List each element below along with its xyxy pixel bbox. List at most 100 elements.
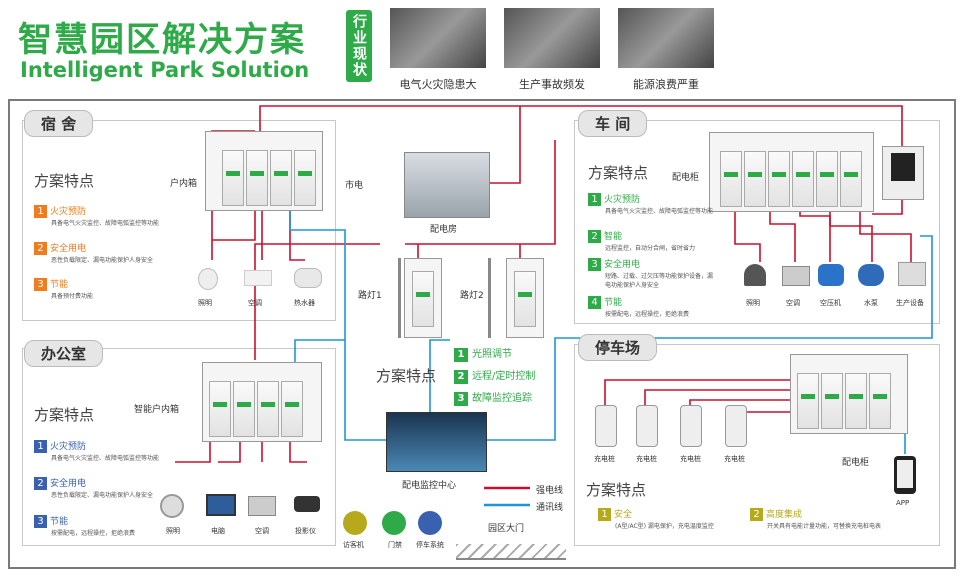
monitor-center-label: 配电监控中心 — [402, 481, 457, 491]
device-label: 空调 — [248, 299, 262, 307]
device-label: 电脑 — [211, 527, 225, 535]
bottom-item-label: 停车系统 — [416, 541, 444, 549]
page-title: 智慧园区解决方案 — [18, 20, 306, 60]
power-room-label: 配电房 — [430, 225, 458, 235]
accident-photo — [504, 8, 600, 68]
industry-status-tag: 行业现状 — [346, 10, 372, 82]
monitor-center-image — [386, 412, 487, 472]
park-diagram-frame — [8, 99, 956, 569]
device-label: 照明 — [746, 299, 760, 307]
parking-title: 停车场 — [578, 334, 658, 361]
lamp2-breaker — [506, 258, 544, 338]
water-pump-icon — [858, 264, 884, 286]
charger-label: 充电桩 — [680, 455, 701, 463]
workshop-box-label: 配电柜 — [672, 173, 700, 183]
visitor-machine-icon — [343, 511, 367, 535]
ceiling-ac-icon — [248, 496, 276, 516]
workshop-title: 车 间 — [578, 110, 648, 137]
workshop-distribution-box — [709, 132, 874, 212]
bulb-icon — [198, 268, 218, 290]
device-label: 投影仪 — [295, 527, 316, 535]
parking-system-icon — [418, 511, 442, 535]
office-title: 办公室 — [24, 340, 104, 367]
street-lamp-1-icon — [398, 258, 401, 338]
smartphone-icon — [894, 456, 916, 494]
projector-icon — [294, 496, 320, 512]
access-control-icon — [382, 511, 406, 535]
dormitory-title: 宿 舍 — [24, 110, 94, 137]
photo-caption: 生产事故频发 — [519, 78, 585, 91]
workshop-zone — [574, 120, 940, 324]
device-label: 水泵 — [864, 299, 878, 307]
legend-comm-line: 通讯线 — [536, 503, 564, 513]
fire-hazard-photo — [390, 8, 486, 68]
highbay-light-icon — [744, 264, 766, 286]
ceiling-light-icon — [160, 494, 184, 518]
office-box-label: 智能户内箱 — [134, 405, 180, 415]
office-distribution-box — [202, 362, 322, 442]
bottom-item-label: 访客机 — [343, 541, 364, 549]
smart-controller-icon — [882, 146, 924, 200]
lamp1-breaker — [404, 258, 442, 338]
charger-label: 充电桩 — [594, 455, 615, 463]
device-label: 生产设备 — [896, 299, 924, 307]
parking-box-label: 配电柜 — [842, 458, 870, 468]
dormitory-features-title: 方案特点 — [34, 172, 95, 190]
photo-caption: 电气火灾隐患大 — [399, 78, 477, 91]
page-subtitle: Intelligent Park Solution — [20, 58, 310, 82]
charger-icon — [725, 405, 747, 447]
charger-icon — [636, 405, 658, 447]
energy-waste-photo — [618, 8, 714, 68]
device-label: 照明 — [166, 527, 180, 535]
charger-icon — [595, 405, 617, 447]
dormitory-box-label: 户内箱 — [170, 179, 198, 189]
device-label: 照明 — [198, 299, 212, 307]
device-label: 热水器 — [294, 299, 315, 307]
device-label: 空调 — [255, 527, 269, 535]
photo-caption: 能源浪费严重 — [633, 78, 699, 91]
park-gate-label: 园区大门 — [488, 524, 525, 534]
water-heater-icon — [294, 268, 322, 288]
production-equipment-icon — [898, 262, 926, 286]
air-conditioner-icon — [244, 270, 272, 286]
street-lamp-2-icon — [488, 258, 491, 338]
device-label: 空调 — [786, 299, 800, 307]
air-compressor-icon — [818, 264, 844, 286]
workshop-features-title: 方案特点 — [588, 164, 649, 182]
legend-power-line: 强电线 — [536, 486, 564, 496]
office-features-title: 方案特点 — [34, 406, 95, 424]
bottom-item-label: 门禁 — [388, 541, 402, 549]
device-label: 空压机 — [820, 299, 841, 307]
mains-label: 市电 — [345, 181, 364, 191]
charger-icon — [680, 405, 702, 447]
ceiling-ac-icon — [782, 266, 810, 286]
lamp2-label: 路灯2 — [460, 291, 484, 301]
parking-features-title: 方案特点 — [586, 481, 647, 499]
app-label: APP — [896, 499, 910, 507]
charger-label: 充电桩 — [636, 455, 657, 463]
gate-icon — [456, 544, 566, 560]
parking-distribution-box — [790, 354, 908, 434]
charger-label: 充电桩 — [724, 455, 745, 463]
streetlight-features-title: 方案特点 — [376, 367, 437, 385]
lamp1-label: 路灯1 — [358, 291, 382, 301]
dormitory-distribution-box — [205, 131, 323, 211]
computer-icon — [206, 494, 236, 516]
power-room-image — [404, 152, 490, 218]
